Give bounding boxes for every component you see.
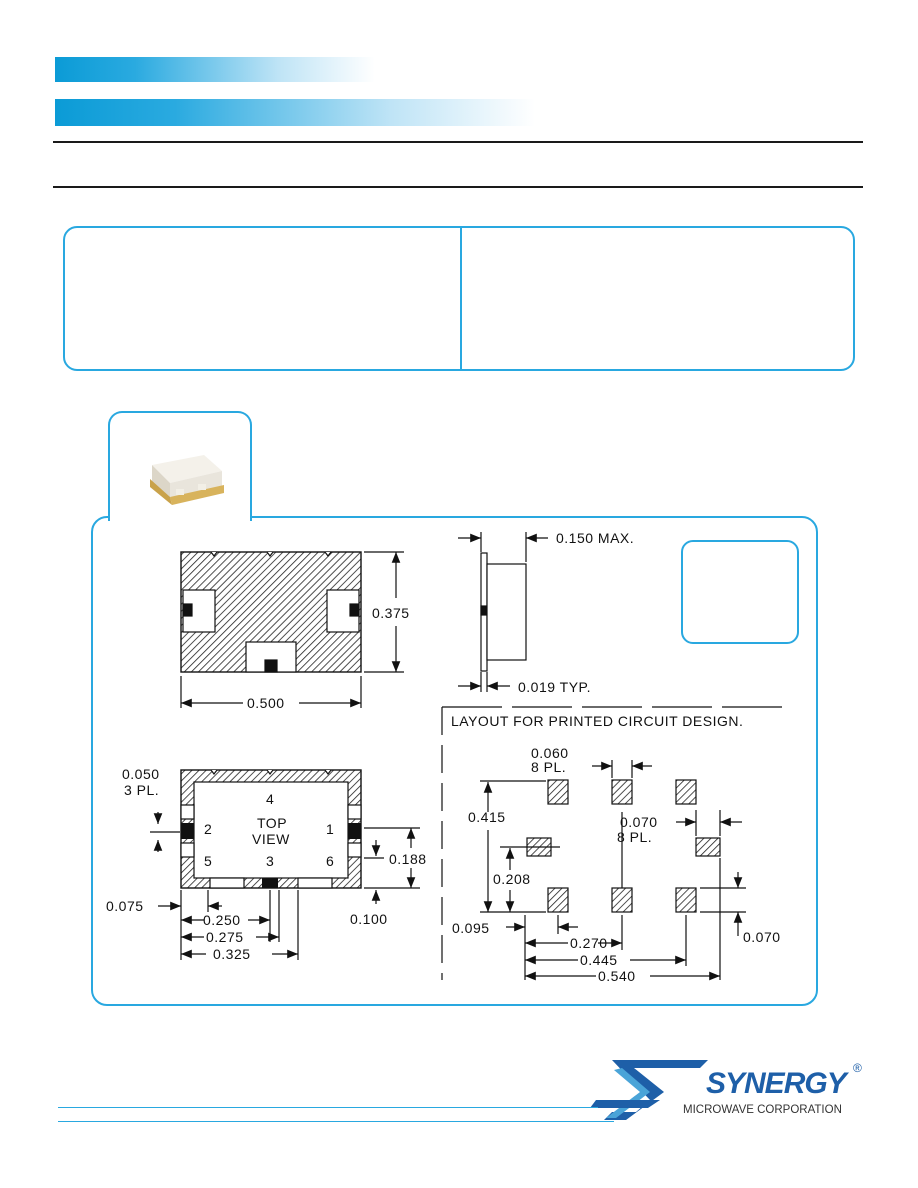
dim-445: 0.445 <box>580 952 618 968</box>
logo-tagline: MICROWAVE CORPORATION <box>683 1104 842 1116</box>
spec-box-divider <box>460 226 462 371</box>
dim-188: 0.188 <box>389 851 427 867</box>
dim-side-max: 0.150 MAX. <box>556 530 634 546</box>
logo-name: SYNERGY <box>706 1067 850 1100</box>
bottom-view-package <box>180 551 404 708</box>
notes-box <box>681 540 799 644</box>
dim-250: 0.250 <box>203 912 241 928</box>
dim-070-b: 0.070 <box>743 929 781 945</box>
dim-width: 0.500 <box>247 695 285 711</box>
dim-100: 0.100 <box>350 911 388 927</box>
side-view <box>458 532 548 692</box>
pin-5: 5 <box>204 853 212 869</box>
header-bar-bottom <box>55 99 535 126</box>
divider-bottom <box>53 186 863 188</box>
spec-box <box>63 226 855 371</box>
top-view-line2: VIEW <box>252 831 290 847</box>
dim-070-a: 0.070 <box>620 814 658 830</box>
footer-line-1 <box>58 1107 598 1108</box>
drawing-frame <box>91 516 818 1006</box>
dim-275: 0.275 <box>206 929 244 945</box>
product-photo <box>150 455 224 505</box>
footer-line-2 <box>58 1121 614 1122</box>
product-photo-tab <box>108 411 252 521</box>
logo-reg: ® <box>853 1061 862 1075</box>
dim-060: 0.060 <box>531 745 569 761</box>
dim-8pl-b: 8 PL. <box>617 829 652 845</box>
dim-height: 0.375 <box>372 605 410 621</box>
dim-270: 0.270 <box>570 935 608 951</box>
pin-3: 3 <box>266 853 274 869</box>
dim-075: 0.075 <box>106 898 144 914</box>
pin-4: 4 <box>266 791 274 807</box>
pin-2: 2 <box>204 821 212 837</box>
dim-050: 0.050 <box>122 766 160 782</box>
dim-095: 0.095 <box>452 920 490 936</box>
dim-8pl-a: 8 PL. <box>531 759 566 775</box>
pin-6: 6 <box>326 853 334 869</box>
dim-540: 0.540 <box>598 968 636 984</box>
dim-208: 0.208 <box>493 871 531 887</box>
pcb-layout <box>441 706 785 981</box>
dim-415: 0.415 <box>468 809 506 825</box>
dim-side-typ: 0.019 TYP. <box>518 679 591 695</box>
divider-top <box>53 141 863 143</box>
top-view-line1: TOP <box>257 815 287 831</box>
dim-325: 0.325 <box>213 946 251 962</box>
pin-1: 1 <box>326 821 334 837</box>
header-bar-top <box>55 57 375 82</box>
top-view-package <box>150 769 420 960</box>
dim-3pl: 3 PL. <box>124 782 159 798</box>
layout-title: LAYOUT FOR PRINTED CIRCUIT DESIGN. <box>451 713 743 729</box>
synergy-logo: SYNERGY ® MICROWAVE CORPORATION <box>590 1060 862 1120</box>
